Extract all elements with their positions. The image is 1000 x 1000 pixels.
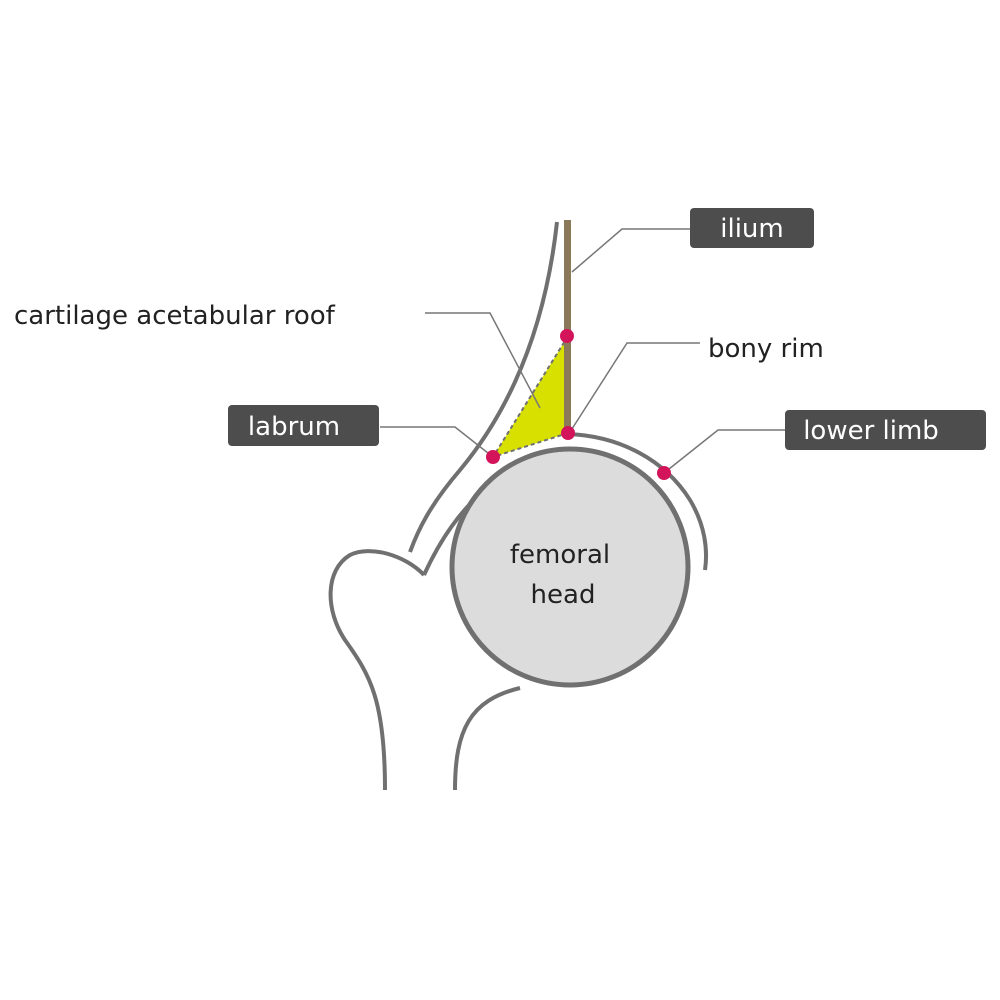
hip-outline (408, 221, 559, 553)
femoral-head-circle (449, 446, 691, 688)
lower-limb-marker (657, 466, 671, 480)
labrum-leader (380, 426, 494, 458)
cartilage-leader (425, 312, 541, 409)
cartilage-roof-label: cartilage acetabular roof (14, 301, 336, 331)
greater-trochanter-outline (328, 549, 426, 791)
bony-rim-label: bony rim (708, 334, 824, 364)
acetabulum-arc (567, 432, 709, 571)
bony-rim-leader (569, 342, 700, 433)
femoral-head-label-line2: head (531, 580, 596, 610)
cartilage-apex-marker (560, 329, 574, 343)
ilium-leader (571, 228, 690, 273)
lower-limb-leader (663, 429, 785, 474)
femoral-head-label-line1: femoral (510, 540, 610, 570)
ilium-label: ilium (720, 214, 783, 244)
lower-limb-label-box (785, 410, 986, 450)
bony-rim-marker (561, 426, 575, 440)
lower-limb-label: lower limb (803, 416, 939, 446)
cartilage-roof (490, 332, 569, 459)
femoral-shaft-outline (453, 686, 521, 791)
ilium-label-box (690, 208, 814, 248)
labrum-marker (486, 450, 500, 464)
ilium-bar (564, 220, 571, 435)
labrum-label-box (228, 405, 379, 446)
labrum-label: labrum (248, 412, 340, 442)
